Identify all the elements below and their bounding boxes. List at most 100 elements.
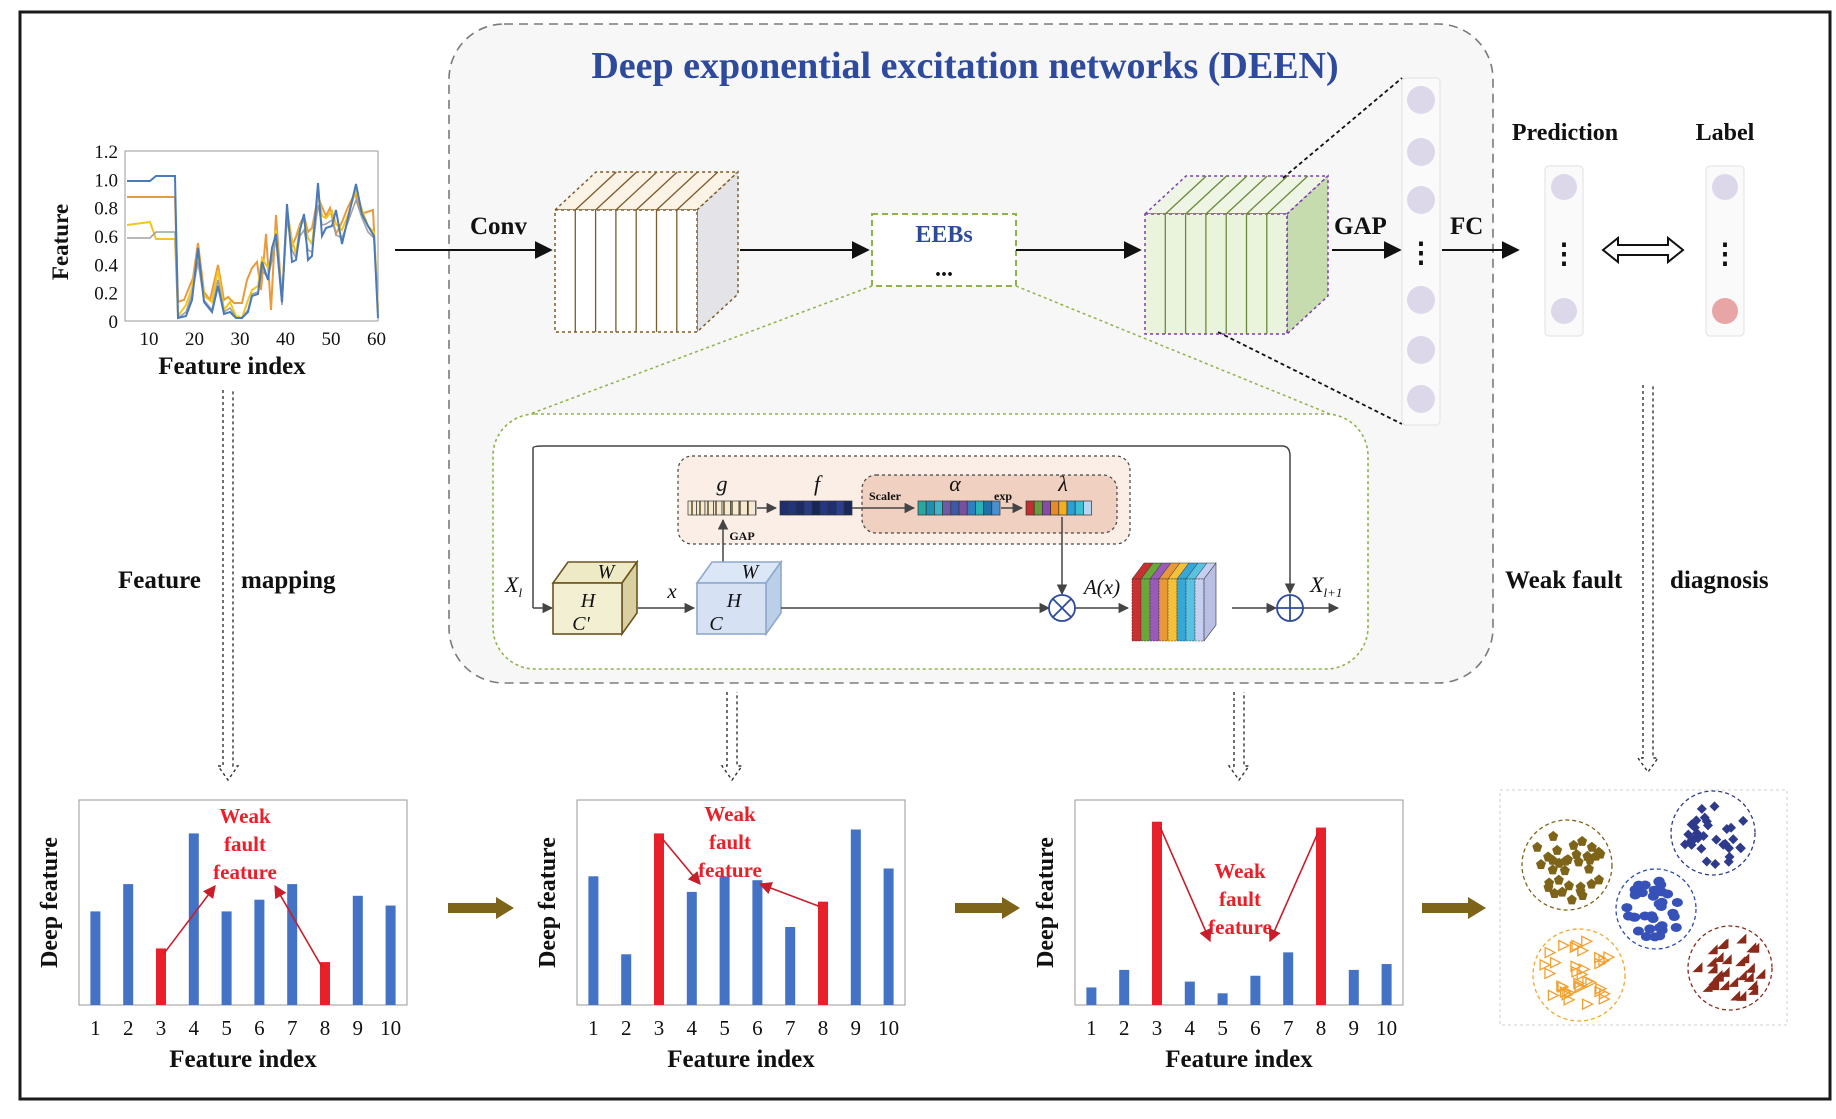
feature-bar <box>123 884 134 1005</box>
stack-slice <box>1185 578 1196 642</box>
g-vector <box>687 500 757 516</box>
vecF-cell <box>795 500 805 516</box>
zoom-connector-left <box>529 285 873 415</box>
conv-label: Conv <box>470 213 527 240</box>
fault-arrow-left <box>661 837 701 885</box>
output-feature-cube <box>1143 174 1330 336</box>
chart-frame <box>576 799 906 1006</box>
cluster-point <box>1662 889 1674 899</box>
gap-node <box>1407 286 1435 314</box>
fault-annotation-text: fault <box>709 830 751 854</box>
feature-bar <box>385 905 396 1005</box>
x-tick-label: 4 <box>1185 1016 1196 1040</box>
vecL-cell <box>1042 500 1051 516</box>
feature-cube-small <box>695 559 783 637</box>
fault-annotation-text: feature <box>213 860 277 884</box>
feature-bar <box>752 880 763 1005</box>
x-tick-label: 5 <box>221 1016 232 1040</box>
vecG-cell <box>738 500 748 516</box>
cluster-point <box>1548 830 1559 841</box>
gap-node <box>1407 336 1435 364</box>
cluster-point <box>1655 902 1667 912</box>
output-channel-top-line <box>1246 175 1288 215</box>
cluster-point <box>1728 976 1739 987</box>
cluster-point <box>1735 843 1746 854</box>
cluster-point <box>1603 951 1616 964</box>
chart-xlabel: Feature index <box>667 1046 815 1073</box>
cluster-point <box>1582 975 1595 988</box>
zoom-connector-right <box>1015 285 1331 415</box>
input-series-gray <box>127 197 379 320</box>
cluster-point <box>1549 956 1563 969</box>
weak-diagnosis-label-1: Weak fault <box>1505 567 1623 594</box>
cluster-point <box>1735 956 1746 967</box>
gap-node <box>1407 186 1435 214</box>
chart-frame <box>78 799 408 1006</box>
x-tick-label: 3 <box>654 1016 665 1040</box>
vecA-cell <box>991 500 1001 516</box>
c-symbol: C <box>709 613 723 635</box>
x-tick-label: 6 <box>1250 1016 1261 1040</box>
f-vector <box>779 500 853 516</box>
output-channel-top-line <box>1225 175 1268 215</box>
vecF-cell <box>811 500 821 516</box>
fault-bar <box>1152 821 1162 1005</box>
cluster-point <box>1691 815 1702 826</box>
cluster-point <box>1716 939 1727 950</box>
x-tick-label: 7 <box>785 1016 796 1040</box>
cluster-point <box>1532 841 1543 852</box>
eebs-ellipsis: ... <box>935 256 953 282</box>
vecF-cell <box>787 500 797 516</box>
cluster-point <box>1746 942 1757 953</box>
output-channel-top-line <box>1266 175 1309 215</box>
stack-slice <box>1158 578 1169 642</box>
y-tick-label: 1.2 <box>94 142 118 163</box>
w-symbol-2: W <box>742 561 761 583</box>
eebs-label: EEBs <box>915 222 972 248</box>
feature-mapping-label-1: Feature <box>118 567 201 594</box>
cluster <box>1532 928 1626 1022</box>
cluster-point <box>1755 968 1766 979</box>
cluster-point <box>1687 834 1698 845</box>
cluster-point <box>1543 881 1554 892</box>
cluster-point <box>1636 888 1648 898</box>
gap-vector: ⋮ <box>1401 77 1441 426</box>
vecG-cell <box>704 500 714 516</box>
cluster-point <box>1718 839 1729 850</box>
down-arrow <box>216 390 240 782</box>
cluster-point <box>1586 841 1597 852</box>
cluster-point <box>1594 957 1607 970</box>
chart-ylabel: Deep feature <box>535 837 561 968</box>
cluster <box>1670 790 1756 876</box>
cluster-point <box>1706 956 1717 967</box>
xl-symbol: Xl <box>504 572 522 600</box>
output-channel-top-line <box>1205 175 1248 215</box>
cluster-point <box>1696 803 1707 814</box>
cluster-point <box>1711 834 1722 845</box>
cluster-point <box>1738 815 1749 826</box>
chart-xlabel: Feature index <box>169 1046 317 1073</box>
cluster-point <box>1583 863 1594 874</box>
feature-bar <box>719 876 730 1005</box>
x-tick-label: 50 <box>322 329 341 350</box>
conv-channel-top-line <box>595 171 638 211</box>
x-tick-label: 1 <box>90 1016 101 1040</box>
feature-bar <box>90 911 101 1005</box>
label-node <box>1712 174 1738 200</box>
flow-arrow <box>1422 897 1486 919</box>
stack-slice <box>1149 578 1160 642</box>
cluster-point <box>1595 848 1606 859</box>
feature-bar <box>1348 969 1359 1005</box>
cluster-point <box>1558 939 1571 952</box>
cluster-point <box>1598 954 1611 967</box>
cluster-ring <box>1521 819 1613 911</box>
x-tick-label: 6 <box>752 1016 763 1040</box>
x-tick-label: 30 <box>231 329 250 350</box>
vecG-cell <box>687 500 697 516</box>
x-tick-label: 9 <box>1349 1016 1360 1040</box>
label-node-active <box>1712 298 1738 324</box>
fault-arrow-right <box>758 882 821 908</box>
